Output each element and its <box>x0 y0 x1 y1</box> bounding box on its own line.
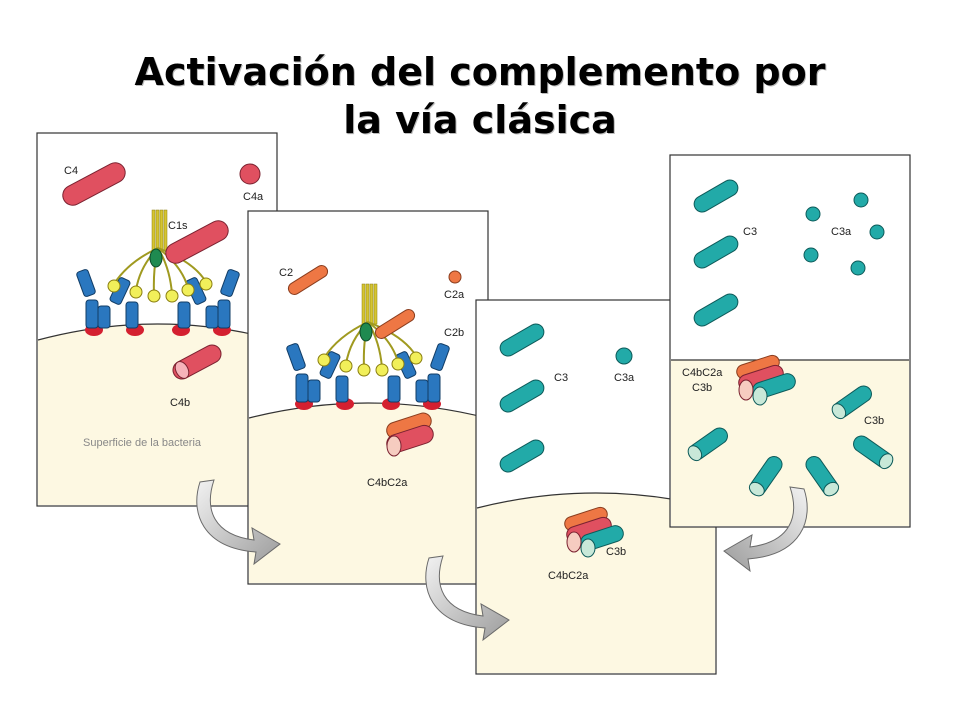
label-c3: C3 <box>554 372 568 384</box>
panel-3-bacterial-surface <box>477 493 715 673</box>
panel-1: C4 C4a C1s C4b Superficie de la bacteria <box>36 132 278 507</box>
panel-1-bacterial-surface <box>38 324 276 505</box>
panel-4-c3a-fragment <box>869 224 885 240</box>
label-c4bc2a: C4bC2a <box>548 570 589 582</box>
label-c4bc2a: C4bC2a <box>682 367 723 379</box>
label-c3b: C3b <box>864 415 884 427</box>
title-line-2: la vía clásica <box>343 98 617 142</box>
label-c3a: C3a <box>831 226 852 238</box>
panel-4-c3a-fragment <box>850 260 866 276</box>
panel-4: C3 C3a C4bC2a C3b C3b <box>669 154 911 528</box>
panel-4-c3a-fragment <box>803 247 819 263</box>
label-c3: C3 <box>743 226 757 238</box>
label-c4a: C4a <box>243 191 264 203</box>
label-bacterial-surface: Superficie de la bacteria <box>83 437 202 449</box>
label-c4: C4 <box>64 165 78 177</box>
label-c3b: C3b <box>606 546 626 558</box>
label-c2a: C2a <box>444 289 465 301</box>
label-c4bc2a: C4bC2a <box>367 477 408 489</box>
title-line-1: Activación del complemento por <box>134 50 826 94</box>
panel-2: C2 C2a C2b C4bC2a <box>247 210 489 585</box>
page-title: Activación del complemento por la vía cl… <box>0 48 960 144</box>
panel-3-c3a-fragment <box>615 347 633 365</box>
label-c3a: C3a <box>614 372 635 384</box>
panel-4-c3a-fragment <box>805 206 821 222</box>
label-c2b: C2b <box>444 327 464 339</box>
label-c2: C2 <box>279 267 293 279</box>
panel-4-c3a-fragment <box>853 192 869 208</box>
panel-2-c2a-fragment <box>448 270 462 284</box>
panel-2-bacterial-surface <box>249 403 487 583</box>
label-c3b-complex: C3b <box>692 382 712 394</box>
label-c4b: C4b <box>170 397 190 409</box>
label-c1s: C1s <box>168 220 188 232</box>
panel-1-c4a-fragment <box>239 163 261 185</box>
